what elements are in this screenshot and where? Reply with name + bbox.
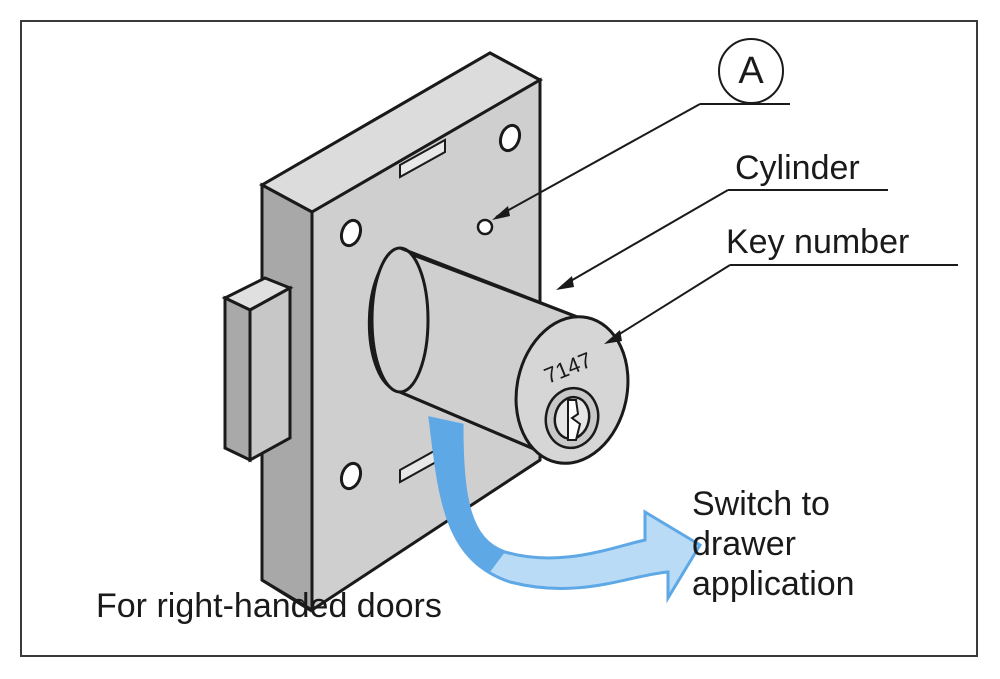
keyway-slot xyxy=(567,399,582,441)
leader-cylinder-diag xyxy=(561,189,729,287)
cylinder-top-edge xyxy=(399,246,586,322)
leader-a-arrowhead xyxy=(492,206,510,220)
bolt-front xyxy=(248,285,292,463)
marker-a-circle: A xyxy=(718,38,784,104)
plate-top-slot xyxy=(399,138,446,179)
switch-label: Switch to drawer application xyxy=(692,484,855,604)
leader-key-number-arrowhead xyxy=(604,330,622,344)
screw-hole-top-left xyxy=(339,218,363,248)
cylinder-label: Cylinder xyxy=(735,149,860,187)
switch-arrow-band xyxy=(430,418,505,572)
pin-a xyxy=(476,218,494,236)
leader-cylinder-arrowhead xyxy=(556,276,574,290)
key-number-label: Key number xyxy=(726,223,910,261)
leader-a-diag xyxy=(495,103,701,218)
right-handed-label: For right-handed doors xyxy=(96,587,442,625)
screw-hole-bottom-left xyxy=(339,461,363,491)
switch-label-line-2: drawer xyxy=(692,525,796,563)
bolt-side xyxy=(223,295,252,463)
switch-label-line-3: application xyxy=(692,565,855,603)
marker-a-label: A xyxy=(738,49,764,92)
cylinder-back-rim xyxy=(370,246,430,394)
screw-hole-top-right xyxy=(498,123,522,153)
leader-key-number-diag xyxy=(609,264,731,341)
switch-label-line-1: Switch to xyxy=(692,485,830,523)
